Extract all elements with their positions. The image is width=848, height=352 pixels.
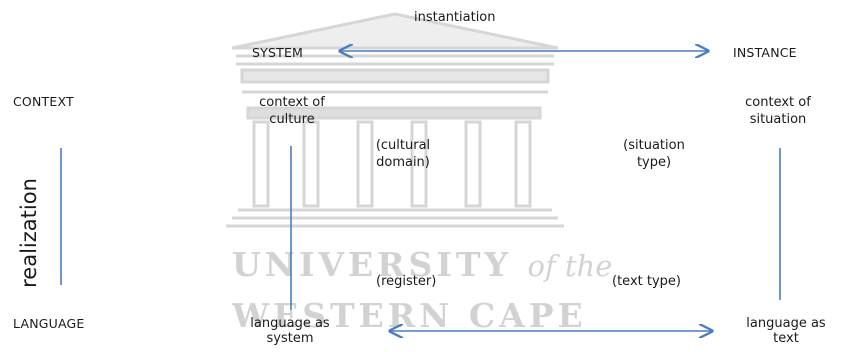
context-of-culture-label: context of culture bbox=[259, 95, 325, 127]
language-as-text-label: language as text bbox=[746, 316, 826, 346]
watermark-university: UNIVERSITY of the bbox=[232, 245, 613, 284]
situation-type-label: (situation type) bbox=[623, 138, 685, 170]
instance-label: INSTANCE bbox=[733, 45, 797, 60]
register-label: (register) bbox=[376, 274, 437, 289]
language-label: LANGUAGE bbox=[13, 316, 85, 331]
language-as-system-label: language as system bbox=[250, 316, 330, 346]
context-of-situation-label: context of situation bbox=[745, 95, 811, 127]
cultural-domain-label: (cultural domain) bbox=[375, 138, 431, 170]
realization-label: realization bbox=[17, 178, 41, 288]
system-label: SYSTEM bbox=[252, 45, 304, 60]
instantiation-label: instantiation bbox=[414, 10, 496, 25]
text-type-label: (text type) bbox=[612, 274, 681, 289]
context-label: CONTEXT bbox=[13, 94, 74, 109]
